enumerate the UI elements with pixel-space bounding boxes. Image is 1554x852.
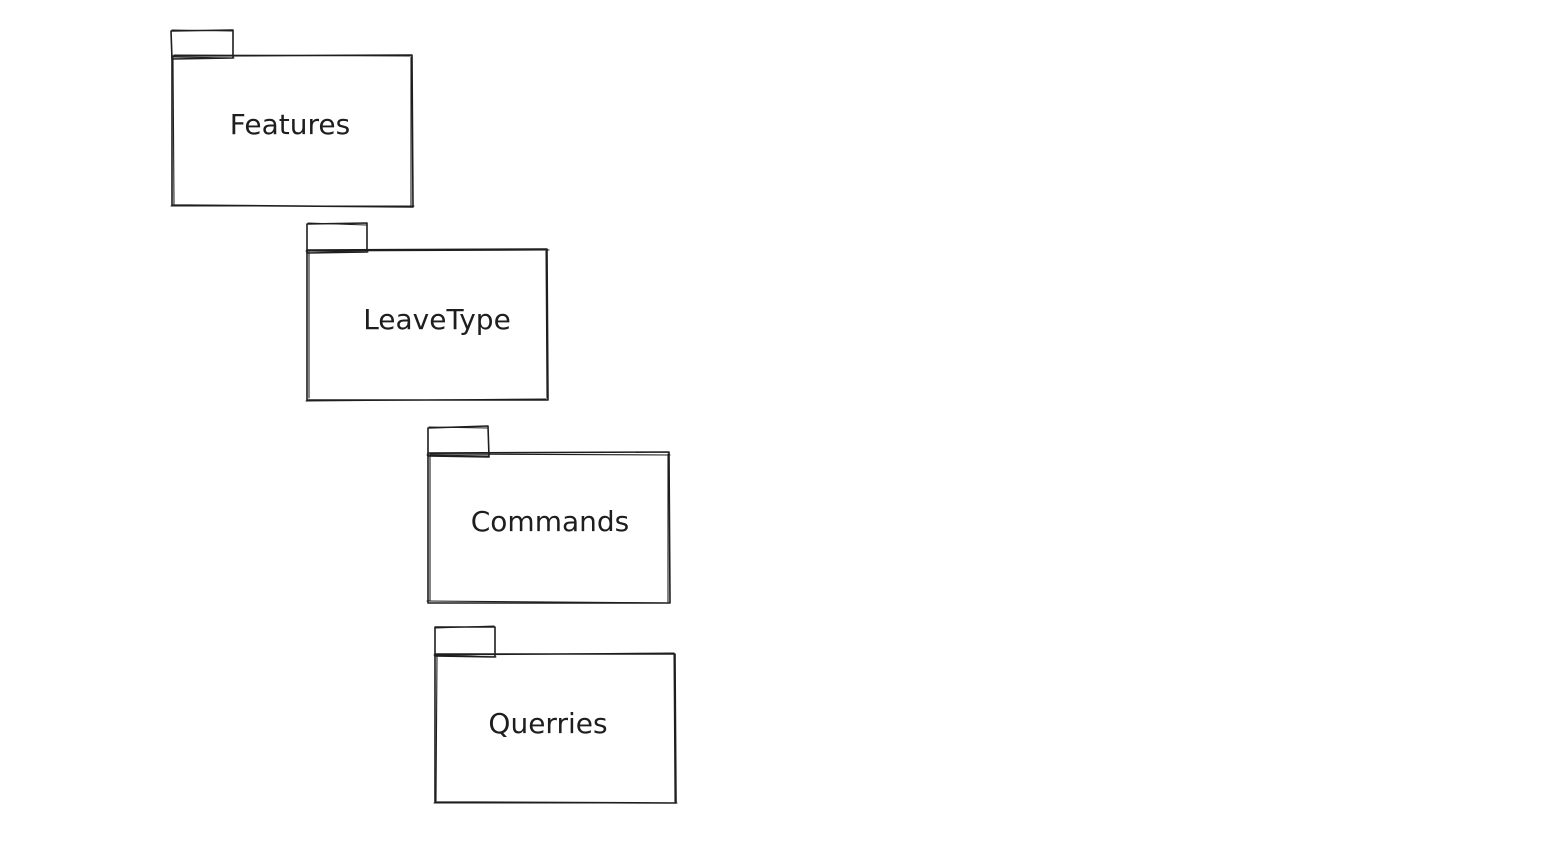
package-body — [305, 248, 550, 402]
package-tab — [433, 625, 497, 658]
package-body — [426, 451, 671, 604]
package-querries[interactable]: Querries — [433, 625, 678, 804]
package-label: Commands — [471, 505, 630, 538]
package-features[interactable]: Features — [170, 29, 415, 208]
package-body — [433, 652, 678, 804]
package-commands[interactable]: Commands — [426, 425, 671, 604]
package-tab — [305, 222, 369, 254]
package-tab — [426, 425, 490, 458]
package-label: Features — [230, 108, 350, 141]
package-leavetype[interactable]: LeaveType — [305, 222, 550, 402]
package-label: Querries — [488, 707, 607, 740]
package-body — [170, 54, 415, 208]
package-label: LeaveType — [363, 303, 511, 336]
package-tab — [170, 29, 235, 60]
